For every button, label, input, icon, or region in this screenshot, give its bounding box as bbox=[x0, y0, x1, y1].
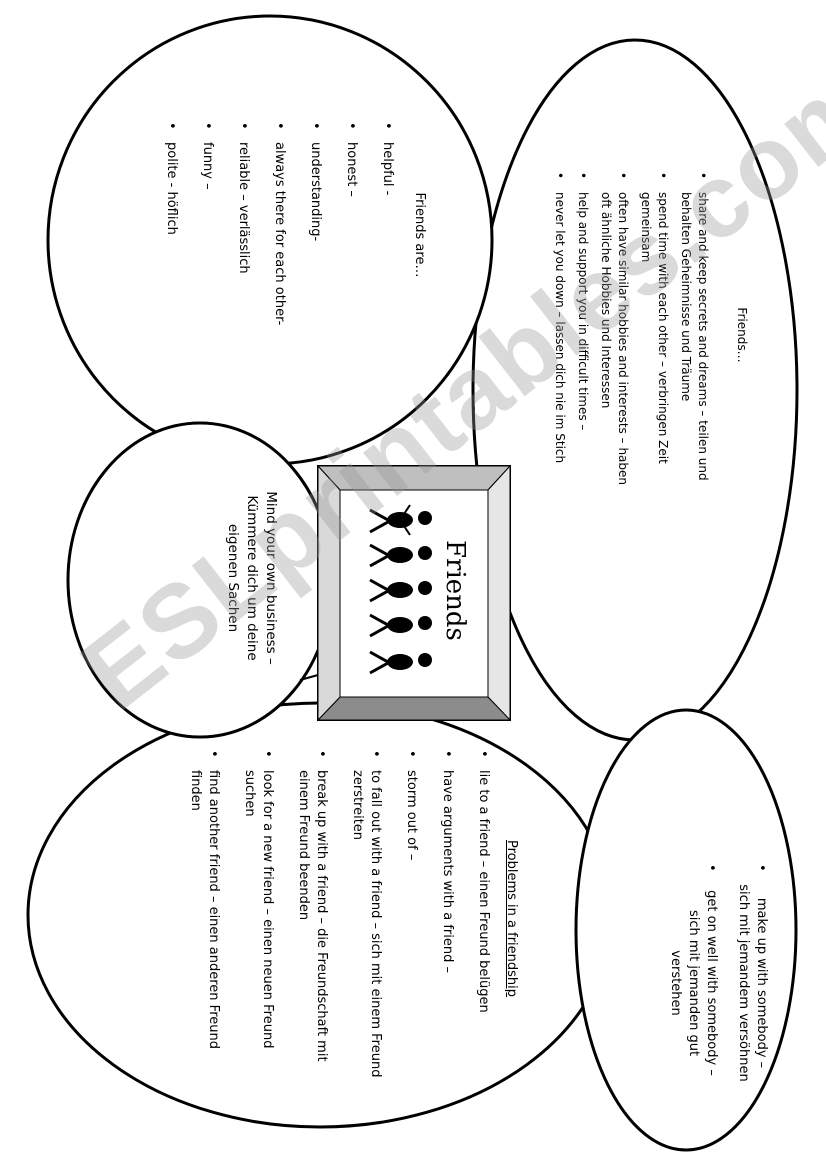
list-item: lie to a friend – einen Freund belügen bbox=[474, 748, 492, 1078]
list-item: always there for each other- bbox=[270, 120, 288, 350]
problems-panel: Problems in a friendship lie to a friend… bbox=[168, 748, 520, 1078]
list-item: reliable – verlässlich bbox=[234, 120, 252, 350]
list-item: storm out of – bbox=[402, 748, 420, 1078]
list-item: understanding- bbox=[306, 120, 324, 350]
list-item: look for a new friend – einen neuen Freu… bbox=[240, 748, 276, 1078]
list-item: get on well with somebody – sich mit jem… bbox=[666, 862, 720, 1082]
problems-list: lie to a friend – einen Freund belügen h… bbox=[186, 748, 492, 1078]
list-item: make up with somebody – sich mit jemande… bbox=[734, 862, 770, 1082]
list-item: helpful - bbox=[378, 120, 396, 350]
list-item: have arguments with a friend – bbox=[438, 748, 456, 1078]
list-item: break up with a friend – die Freundschaf… bbox=[294, 748, 330, 1078]
list-item: polite - höflich bbox=[162, 120, 180, 350]
friends-are-panel: Friends are… helpful - honest – understa… bbox=[144, 120, 428, 350]
friends-are-list: helpful - honest – understanding- always… bbox=[162, 120, 396, 350]
friends-are-title: Friends are… bbox=[410, 120, 428, 350]
list-item: honest – bbox=[342, 120, 360, 350]
list-item: find another friend – einen anderen Freu… bbox=[186, 748, 222, 1078]
frame-title: Friends bbox=[440, 540, 470, 641]
makeup-list: make up with somebody – sich mit jemande… bbox=[666, 862, 770, 1082]
problems-title: Problems in a friendship bbox=[502, 840, 520, 1078]
makeup-panel: make up with somebody – sich mit jemande… bbox=[652, 862, 770, 1082]
list-item: funny – bbox=[198, 120, 216, 350]
list-item: to fall out with a friend – sich mit ein… bbox=[348, 748, 384, 1078]
